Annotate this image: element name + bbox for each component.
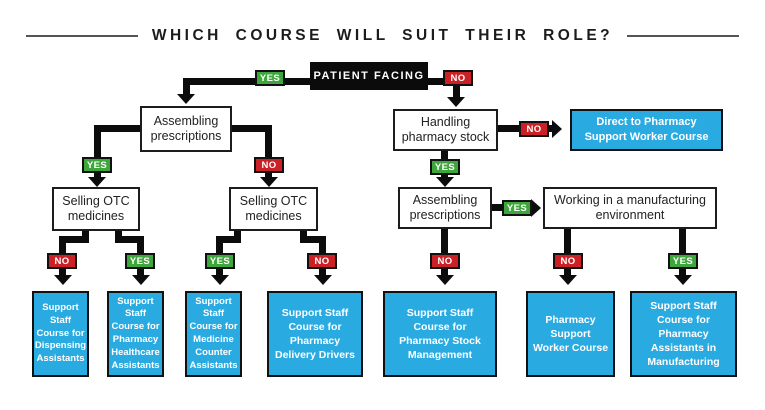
arrow-down-icon — [211, 275, 229, 285]
node-manufacturing-environment: Working in a manufacturing environment — [543, 187, 717, 229]
connector-otc-right-elbow-l — [216, 236, 241, 243]
connector-assembling-left-no-drop — [265, 125, 272, 177]
badge-no: NO — [443, 70, 473, 86]
arrow-down-icon — [447, 97, 465, 107]
title-right-rule — [627, 35, 740, 37]
node-selling-otc-right: Selling OTC medicines — [229, 187, 318, 231]
arrow-right-icon — [552, 120, 562, 138]
node-patient-facing: PATIENT FACING — [310, 62, 428, 90]
connector-root-yes-drop — [183, 78, 190, 96]
outcome-pharmacy-assistants-manufacturing: Support Staff Course for Pharmacy Assist… — [630, 291, 737, 377]
node-handling-pharmacy-stock: Handling pharmacy stock — [393, 109, 498, 151]
connector-manufacturing-yes-drop — [679, 229, 686, 275]
node-assembling-prescriptions-left: Assembling prescriptions — [140, 106, 232, 152]
badge-yes: YES — [205, 253, 235, 269]
node-assembling-prescriptions-right: Assembling prescriptions — [398, 187, 492, 229]
badge-no: NO — [307, 253, 337, 269]
arrow-down-icon — [674, 275, 692, 285]
connector-root-yes — [186, 78, 310, 85]
arrow-down-icon — [177, 94, 195, 104]
outcome-direct-pharmacy-support-worker: Direct to Pharmacy Support Worker Course — [570, 109, 723, 151]
connector-manufacturing-no-drop — [564, 229, 571, 275]
connector-root-no-drop — [453, 84, 460, 98]
outcome-pharmacy-support-worker: Pharmacy Support Worker Course — [526, 291, 615, 377]
badge-no: NO — [47, 253, 77, 269]
arrow-down-icon — [132, 275, 150, 285]
badge-no: NO — [553, 253, 583, 269]
arrow-down-icon — [54, 275, 72, 285]
connector-assembling-left-yes — [97, 125, 140, 132]
page-title: WHICH COURSE WILL SUIT THEIR ROLE? — [151, 27, 614, 44]
title-row: WHICH COURSE WILL SUIT THEIR ROLE? — [0, 24, 765, 48]
outcome-medicine-counter-assistants: Support Staff Course for Medicine Counte… — [185, 291, 242, 377]
badge-yes: YES — [125, 253, 155, 269]
outcome-pharmacy-delivery-drivers: Support Staff Course for Pharmacy Delive… — [267, 291, 363, 377]
connector-assembling-left-yes-drop — [94, 125, 101, 177]
arrow-down-icon — [260, 177, 278, 187]
title-left-rule — [25, 35, 138, 37]
outcome-pharmacy-healthcare-assistants: Support Staff Course for Pharmacy Health… — [107, 291, 164, 377]
badge-no: NO — [430, 253, 460, 269]
connector-otc-left-elbow-l — [59, 236, 89, 243]
badge-yes: YES — [255, 70, 285, 86]
arrow-right-icon — [531, 199, 541, 217]
connector-assembling-right-no-drop — [441, 229, 448, 275]
badge-yes: YES — [82, 157, 112, 173]
connector-assembling-left-no — [232, 125, 272, 132]
arrow-down-icon — [436, 177, 454, 187]
arrow-down-icon — [314, 275, 332, 285]
badge-yes: YES — [430, 159, 460, 175]
outcome-pharmacy-stock-management: Support Staff Course for Pharmacy Stock … — [383, 291, 497, 377]
arrow-down-icon — [88, 177, 106, 187]
badge-yes: YES — [668, 253, 698, 269]
badge-no: NO — [519, 121, 549, 137]
badge-yes: YES — [502, 200, 532, 216]
node-selling-otc-left: Selling OTC medicines — [52, 187, 140, 231]
badge-no: NO — [254, 157, 284, 173]
connector-otc-right-elbow-r — [300, 236, 326, 243]
connector-otc-left-elbow-r — [115, 236, 144, 243]
outcome-dispensing-assistants: Support Staff Course for Dispensing Assi… — [32, 291, 89, 377]
arrow-down-icon — [559, 275, 577, 285]
arrow-down-icon — [436, 275, 454, 285]
